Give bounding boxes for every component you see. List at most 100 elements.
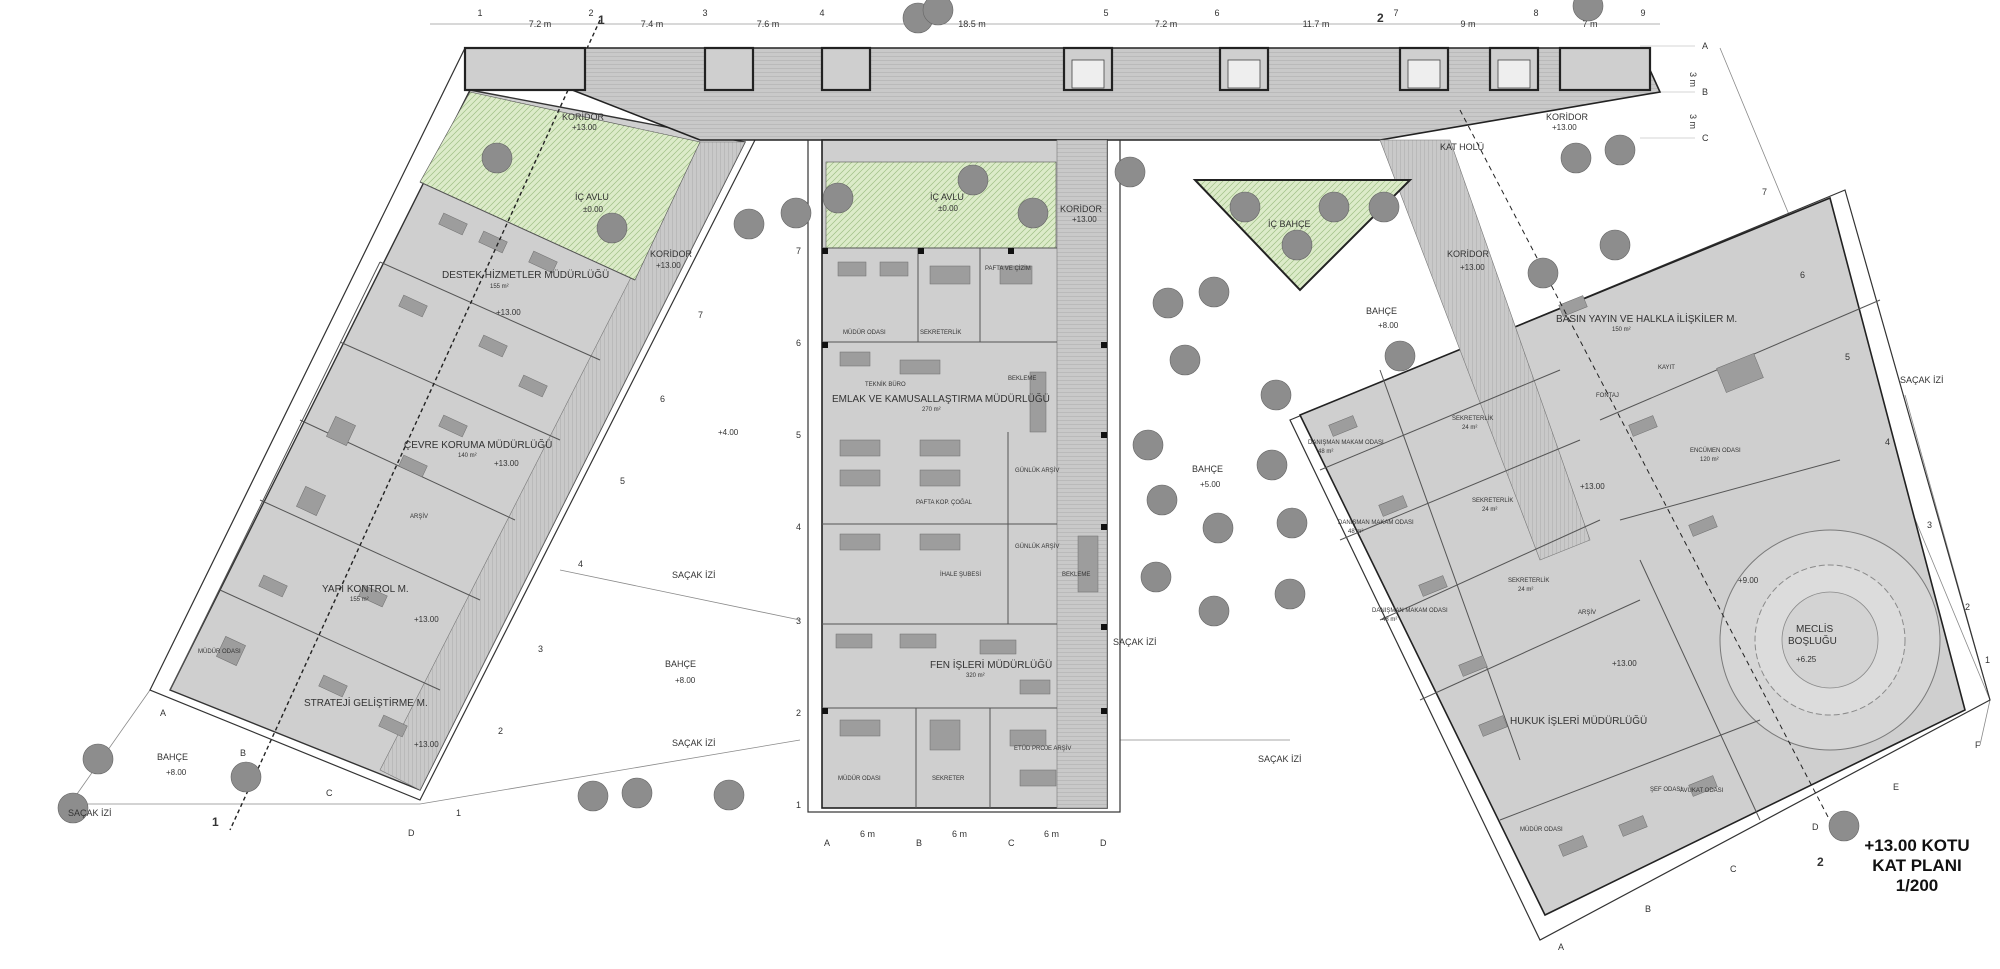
room-label-bahce: BAHÇE xyxy=(665,659,696,669)
room-area: 48 m² xyxy=(1348,529,1363,535)
room-label-bahce: BAHÇE xyxy=(1366,306,1397,316)
axis-label: 6 xyxy=(1214,8,1219,18)
level-label: +5.00 xyxy=(1200,480,1221,489)
left-wing: 7 6 5 4 3 2 1 A B C D xyxy=(149,19,756,838)
axis-label: 4 xyxy=(796,522,801,532)
level-label: +13.00 xyxy=(1072,215,1097,224)
room-label-sacak: SAÇAK İZİ xyxy=(672,570,716,580)
axis-label: 2 xyxy=(498,726,503,736)
room-area: 120 m² xyxy=(1700,457,1719,463)
room-area: 140 m² xyxy=(458,453,477,459)
room-label-koridor: KORİDOR xyxy=(650,249,693,259)
room-label-teknik: TEKNİK BÜRO xyxy=(865,381,906,388)
axis-label: F xyxy=(1975,740,1981,750)
level-label: ±0.00 xyxy=(938,204,959,213)
level-label: +8.00 xyxy=(675,676,696,685)
axis-label: 8 xyxy=(1533,8,1538,18)
room-label-bekleme: BEKLEME xyxy=(1008,376,1036,382)
room-area: 24 m² xyxy=(1482,507,1497,513)
axis-dim: 7.2 m xyxy=(529,19,552,29)
room-label-etud: ETÜD PROJE ARŞİV xyxy=(1014,745,1071,752)
level-label: +13.00 xyxy=(496,308,521,317)
room-area: 155 m² xyxy=(350,597,369,603)
room-label-danisman: DANIŞMAN MAKAM ODASI xyxy=(1338,520,1414,526)
room-label-bahce: BAHÇE xyxy=(1192,464,1223,474)
axis-label: B xyxy=(240,748,246,758)
room-label-ihale: İHALE ŞUBESİ xyxy=(940,571,981,578)
axis-label: A xyxy=(1702,41,1708,51)
trees xyxy=(57,0,1860,842)
axis-label: E xyxy=(1893,782,1899,792)
room-label-koridor: KORİDOR xyxy=(1546,112,1589,122)
room-label-mudur: MÜDÜR ODASI xyxy=(843,329,886,336)
axis-label: 2 xyxy=(796,708,801,718)
room-label-sekreterlik: SEKRETERLİK xyxy=(920,329,961,336)
room-label-danisman: DANIŞMAN MAKAM ODASI xyxy=(1372,608,1448,614)
level-label: +13.00 xyxy=(1460,263,1485,272)
level-label: +13.00 xyxy=(1612,659,1637,668)
axis-label: A xyxy=(1558,942,1564,952)
section-markers: 1 1 2 2 xyxy=(212,11,1824,869)
room-label-mudur: MÜDÜR ODASI xyxy=(198,648,241,655)
axis-label: 6 xyxy=(660,394,665,404)
plan-title-line: +13.00 KOTU xyxy=(1864,836,1970,855)
axis-label: D xyxy=(408,828,415,838)
section-mark: 1 xyxy=(598,13,605,27)
axis-dim: 7 m xyxy=(1582,19,1597,29)
axis-dim: 6 m xyxy=(1044,829,1059,839)
room-area: 24 m² xyxy=(1518,587,1533,593)
axis-label: 6 xyxy=(796,338,801,348)
room-label-cevre: ÇEVRE KORUMA MÜDÜRLÜĞÜ xyxy=(404,438,552,451)
level-label: +13.00 xyxy=(414,740,439,749)
room-area: 48 m² xyxy=(1318,449,1333,455)
room-label-sacak: SAÇAK İZİ xyxy=(68,808,112,818)
room-label-sacak: SAÇAK İZİ xyxy=(1900,375,1944,385)
room-labels: KORİDOR +13.00 İÇ AVLU ±0.00 KORİDOR +13… xyxy=(68,112,1944,833)
middle-block: 7 6 5 4 3 2 1 A B C D 6 m 6 m 6 m xyxy=(796,139,1121,848)
level-label: +13.00 xyxy=(1552,123,1577,132)
axis-label: 2 xyxy=(588,8,593,18)
room-label-kayit: KAYIT xyxy=(1658,365,1675,371)
room-area: 320 m² xyxy=(966,673,985,679)
room-label-bahce: BAHÇE xyxy=(157,752,188,762)
axis-dim: 11.7 m xyxy=(1303,19,1330,29)
room-label-danisman: DANIŞMAN MAKAM ODASI xyxy=(1308,440,1384,446)
axis-label: 1 xyxy=(1985,655,1990,665)
axis-label: D xyxy=(1100,838,1107,848)
room-area: 48 m² xyxy=(1382,617,1397,623)
level-label: +13.00 xyxy=(656,261,681,270)
right-block: 7 6 5 4 3 2 1 A B C D E F xyxy=(1192,109,1991,952)
level-label: +13.00 xyxy=(494,459,519,468)
level-label: +6.25 xyxy=(1796,655,1817,664)
room-label-strateji: STRATEJİ GELİŞTİRME M. xyxy=(304,696,428,709)
axis-label: 3 xyxy=(796,616,801,626)
room-area: 155 m² xyxy=(490,284,509,290)
axis-label: 4 xyxy=(819,8,824,18)
axis-label: C xyxy=(1702,133,1709,143)
axis-label: 7 xyxy=(698,310,703,320)
axis-label: 4 xyxy=(1885,437,1890,447)
top-corridor xyxy=(463,46,1662,141)
axis-label: 1 xyxy=(796,800,801,810)
axis-label: 3 xyxy=(1927,520,1932,530)
level-label: +13.00 xyxy=(1580,482,1605,491)
axis-label: 3 xyxy=(702,8,707,18)
axis-dim: 7.6 m xyxy=(757,19,780,29)
axis-dim: 3 m xyxy=(1688,72,1698,87)
room-area: 150 m² xyxy=(1612,327,1631,333)
level-label: +9.00 xyxy=(1738,576,1759,585)
axis-label: 3 xyxy=(538,644,543,654)
axis-label: 2 xyxy=(1965,602,1970,612)
axis-label: D xyxy=(1812,822,1819,832)
axis-label: 5 xyxy=(1845,352,1850,362)
axis-label: 7 xyxy=(1393,8,1398,18)
axis-label: 6 xyxy=(1800,270,1805,280)
axis-label: B xyxy=(1702,87,1708,97)
axis-label: C xyxy=(1730,864,1737,874)
room-label-meclis: MECLİS xyxy=(1796,622,1834,635)
room-label-fen: FEN İŞLERİ MÜDÜRLÜĞÜ xyxy=(930,658,1052,671)
room-label-emlak: EMLAK VE KAMUSALLAŞTIRMA MÜDÜRLÜĞÜ xyxy=(832,392,1050,405)
room-label-sacak: SAÇAK İZİ xyxy=(1113,637,1157,647)
axis-label: A xyxy=(824,838,830,848)
axis-dim: 7.2 m xyxy=(1155,19,1178,29)
